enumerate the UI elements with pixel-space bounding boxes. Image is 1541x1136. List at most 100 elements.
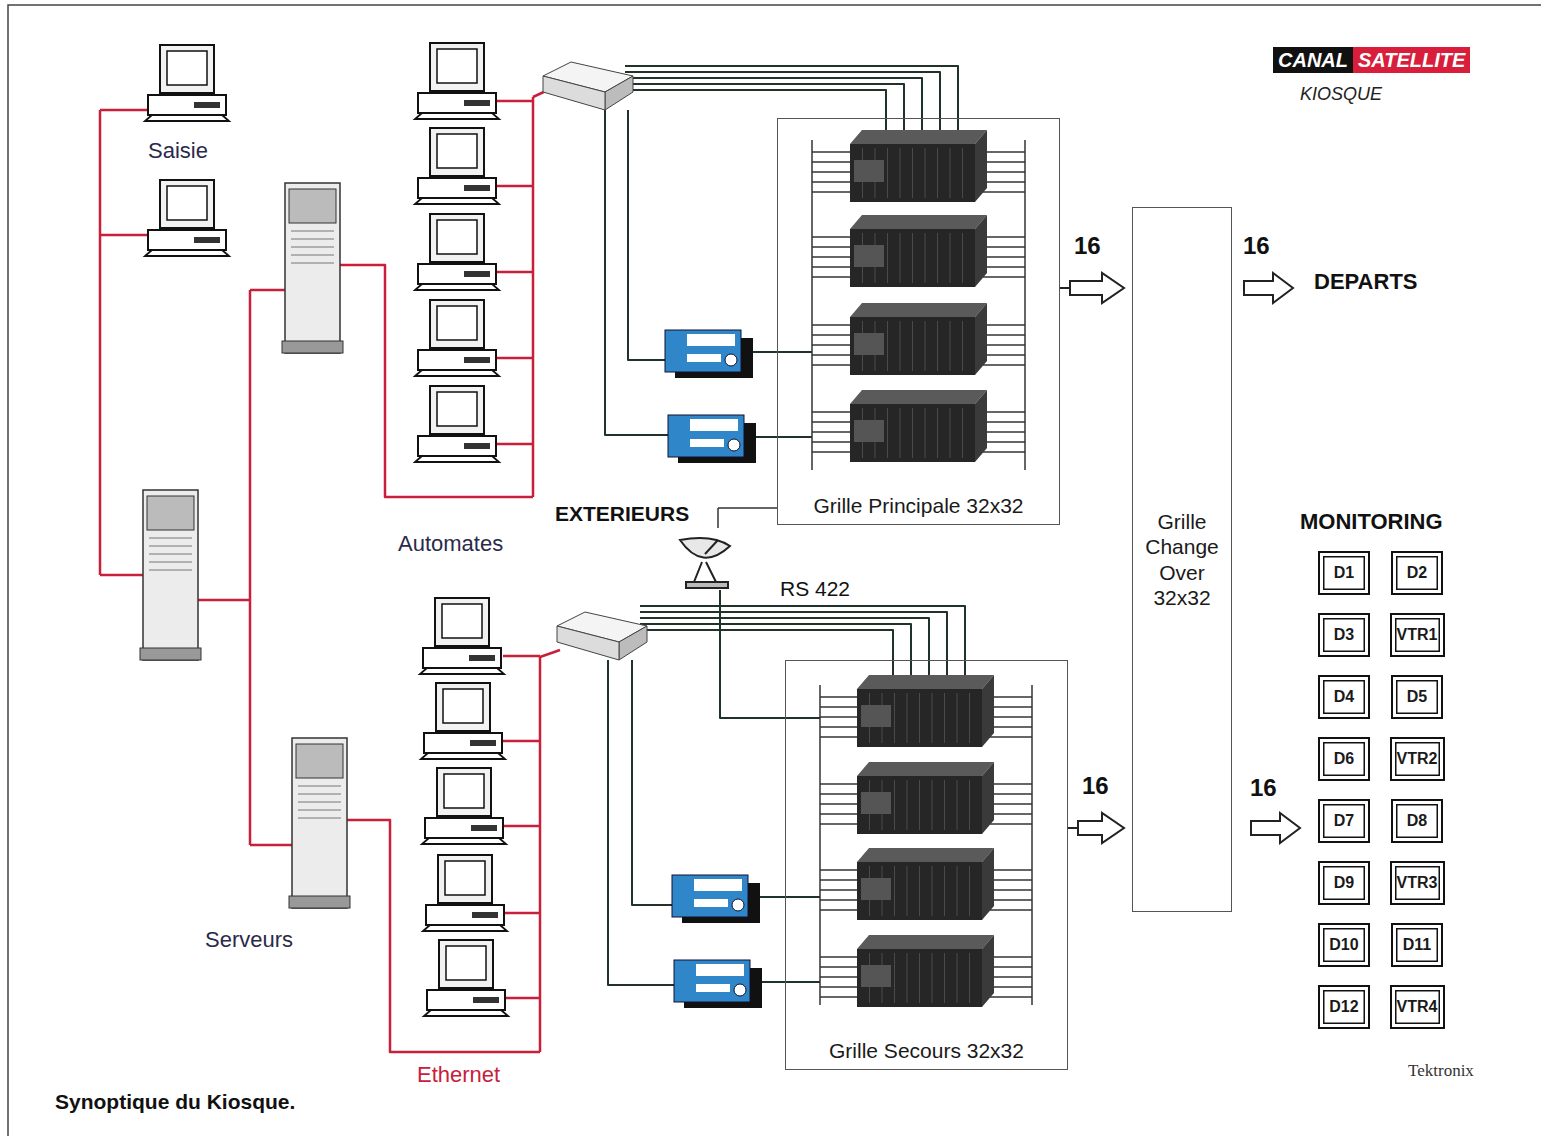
network-label: Ethernet	[417, 1062, 500, 1088]
ethernet-line	[497, 357, 533, 360]
drive	[464, 271, 490, 277]
drive	[464, 443, 490, 449]
stub-line	[820, 736, 860, 737]
drive	[470, 740, 496, 746]
router-frame	[857, 675, 994, 747]
monitor-label: D11	[1403, 935, 1431, 954]
vtr-machine	[668, 415, 756, 463]
drive	[473, 997, 499, 1003]
base	[418, 264, 496, 284]
monitor	[430, 386, 484, 434]
output-label: DEPARTS	[1314, 269, 1418, 295]
frame-card	[919, 953, 920, 1003]
stub-line	[983, 266, 1025, 267]
drive	[464, 185, 490, 191]
rack-body	[285, 183, 340, 353]
logo-subtitle: KIOSQUE	[1300, 84, 1382, 106]
rack-slot	[291, 263, 334, 264]
ethernet-line	[540, 650, 560, 657]
stub-line	[990, 783, 1032, 784]
frame-front	[857, 689, 982, 747]
computer-icon	[415, 214, 499, 290]
screen	[437, 49, 477, 83]
router-frame	[857, 762, 994, 834]
stub-line	[820, 996, 860, 997]
monitor-label: D7	[1334, 811, 1354, 830]
stand	[422, 838, 506, 844]
drive	[464, 357, 490, 363]
frame-module	[861, 705, 891, 727]
stand	[415, 113, 499, 119]
stub-line	[812, 344, 852, 345]
vtr-panel	[687, 334, 735, 346]
base	[426, 905, 504, 925]
rack-slot	[291, 231, 334, 232]
stub-line	[820, 823, 860, 824]
router-frame	[857, 935, 994, 1007]
stand	[415, 370, 499, 376]
frame-module	[861, 792, 891, 814]
screen	[437, 134, 477, 168]
rack-slot	[291, 247, 334, 248]
stub-line	[812, 151, 852, 152]
drive	[472, 912, 498, 918]
stub-line	[820, 976, 860, 977]
frame-card	[912, 148, 913, 198]
computer-icon	[415, 386, 499, 462]
computer-icon	[421, 683, 505, 759]
frame-side	[975, 215, 987, 287]
frame-top	[857, 935, 994, 949]
stub-line	[990, 909, 1032, 910]
ethernet-line	[497, 185, 533, 188]
vtr-panel	[694, 879, 742, 891]
grid-label: Grille Secours 32x32	[829, 1038, 1024, 1063]
frame-card	[969, 693, 970, 743]
stand	[415, 198, 499, 204]
monitor	[430, 214, 484, 262]
rack-panel	[147, 496, 194, 530]
server-rack	[282, 183, 343, 353]
frame-card	[907, 866, 908, 916]
base	[148, 230, 226, 250]
stub-line	[820, 966, 860, 967]
rack-feet	[140, 648, 201, 660]
control-line	[640, 630, 893, 678]
stub-line	[983, 421, 1025, 422]
stand	[145, 115, 229, 121]
stub-line	[983, 246, 1025, 247]
vtr-slot	[687, 354, 721, 362]
stub-line	[820, 716, 860, 717]
vtr-body	[668, 415, 744, 457]
vtr-machine	[665, 330, 753, 378]
frame-module	[861, 878, 891, 900]
monitor	[430, 128, 484, 176]
router-frame	[850, 130, 987, 202]
base	[418, 436, 496, 456]
vtr-body	[674, 960, 750, 1002]
ethernet-line	[347, 820, 540, 1052]
frame-front	[857, 776, 982, 834]
ethernet-line	[249, 290, 252, 845]
stub-line	[812, 421, 852, 422]
vtr-machine	[672, 875, 760, 923]
router-frame	[850, 215, 987, 287]
computer-icon	[415, 300, 499, 376]
computer-icon	[145, 45, 229, 121]
computer-icon	[423, 855, 507, 931]
rack-slot	[298, 794, 341, 795]
frame-card	[944, 780, 945, 830]
monitor-label: D1	[1334, 563, 1354, 582]
router-frame	[850, 390, 987, 462]
logo-text: CANAL	[1273, 47, 1353, 73]
bus-line	[811, 140, 813, 470]
base	[424, 733, 502, 753]
monitor	[160, 180, 214, 228]
drive	[471, 825, 497, 831]
control-line	[625, 90, 886, 133]
page-frame	[8, 5, 1541, 1136]
monitor-box: VTR1	[1390, 613, 1445, 657]
stub-line	[812, 171, 852, 172]
control-line	[640, 612, 947, 678]
satellite-dish	[680, 538, 730, 588]
